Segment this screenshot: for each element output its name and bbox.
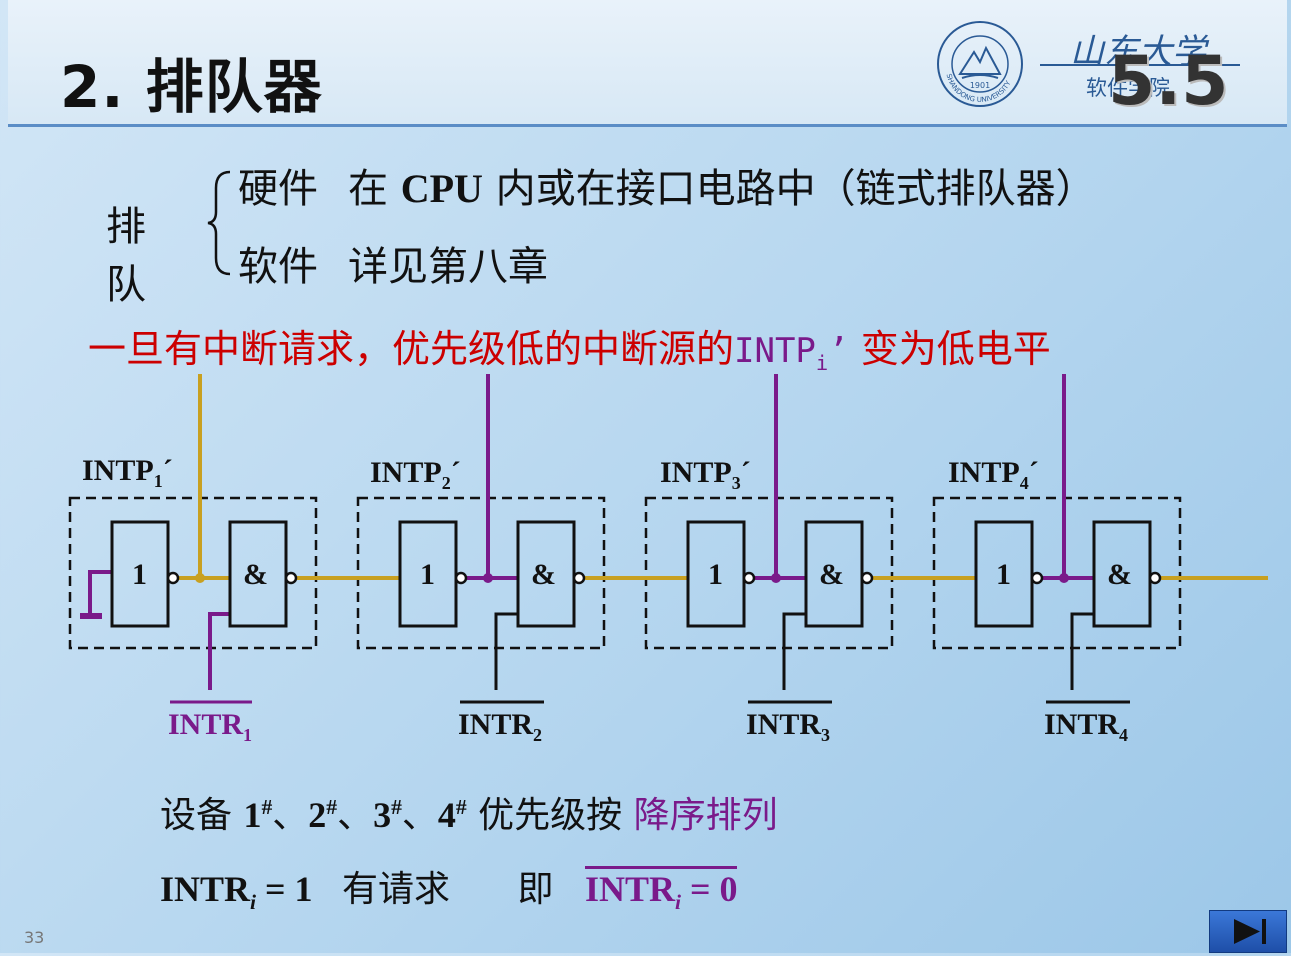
request-text: 有请求 bbox=[342, 869, 451, 910]
header-divider bbox=[8, 124, 1287, 127]
hardware-text-cpu: CPU bbox=[400, 166, 483, 211]
hardware-row: 硬件在 CPU 内或在接口电路中（链式排队器） bbox=[238, 156, 1096, 214]
priority-emphasis: 降序排列 bbox=[633, 795, 778, 836]
not-gate-3 bbox=[686, 520, 746, 628]
university-seal-logo: 1901 bbox=[937, 21, 1023, 107]
brace-label-pai: 排 bbox=[106, 204, 146, 250]
note-text-post: 变为低电平 bbox=[848, 327, 1051, 371]
ie-text: 即 bbox=[517, 869, 554, 910]
next-slide-button[interactable] bbox=[1209, 910, 1287, 953]
next-icon bbox=[1234, 919, 1266, 944]
intr3-label: INTR3 bbox=[746, 708, 831, 745]
priority-pre: 设备 bbox=[160, 795, 244, 836]
seal-year: 1901 bbox=[970, 81, 990, 90]
and-gate-3 bbox=[804, 520, 864, 628]
and-gate-1-label: & bbox=[243, 558, 268, 591]
section-number: 5.5 bbox=[1108, 42, 1229, 121]
software-text: 详见第八章 bbox=[348, 244, 548, 290]
stage-box-4 bbox=[932, 496, 1182, 650]
stage-box-2 bbox=[356, 496, 606, 650]
intp3-label: INTP3´ bbox=[660, 456, 751, 493]
seal-ring-text: SHANDONG UNIVERSITY bbox=[945, 73, 1013, 104]
priority-mid: 优先级按 bbox=[466, 795, 634, 836]
note-text-pre: 一旦有中断请求，优先级低的中断源的 bbox=[88, 327, 735, 371]
intr1-label: INTR1 bbox=[168, 708, 253, 745]
interrupt-note: 一旦有中断请求，优先级低的中断源的INTPi’ 变为低电平 bbox=[88, 318, 1051, 375]
software-row: 软件详见第八章 bbox=[238, 234, 548, 292]
and-gate-3-label: & bbox=[819, 558, 844, 591]
intr4-label: INTR4 bbox=[1044, 708, 1129, 745]
slide-title: 2. 排队器 bbox=[60, 53, 323, 121]
not-gate-4 bbox=[974, 520, 1034, 628]
slide-header bbox=[8, 0, 1287, 124]
and-gate-2 bbox=[516, 520, 576, 628]
intr-bar-equation: INTRi = 0 bbox=[584, 866, 738, 914]
hardware-label: 硬件 bbox=[238, 166, 318, 212]
not-gate-1 bbox=[110, 520, 170, 628]
and-gate-4 bbox=[1092, 520, 1152, 628]
not-gate-4-label: 1 bbox=[996, 558, 1011, 591]
intp1-label: INTP1´ bbox=[82, 454, 173, 491]
intr2-label: INTR2 bbox=[458, 708, 543, 745]
and-gate-1 bbox=[228, 520, 288, 628]
intp4-label: INTP4´ bbox=[948, 456, 1039, 493]
not-gate-1-label: 1 bbox=[132, 558, 147, 591]
priority-note: 设备 1#、2#、3#、4# 优先级按 降序排列 bbox=[160, 795, 778, 836]
hardware-text-pre: 在 bbox=[348, 166, 401, 212]
note-intp: INTPi’ bbox=[734, 331, 849, 375]
logo-divider bbox=[1040, 64, 1240, 66]
stage-box-3 bbox=[644, 496, 894, 650]
not-gate-2 bbox=[398, 520, 458, 628]
curly-brace bbox=[207, 170, 231, 276]
brace-label-dui: 队 bbox=[106, 262, 146, 308]
not-gate-3-label: 1 bbox=[708, 558, 723, 591]
page-number: 33 bbox=[24, 928, 45, 947]
not-gate-2-label: 1 bbox=[420, 558, 435, 591]
and-gate-2-label: & bbox=[531, 558, 556, 591]
department-name: 软件学院 bbox=[1086, 76, 1170, 100]
intr-equation: INTRi = 1 有请求 即 INTRi = 0 bbox=[160, 860, 738, 915]
hardware-text-post: 内或在接口电路中（链式排队器） bbox=[482, 166, 1096, 212]
intp2-label: INTP2´ bbox=[370, 456, 461, 493]
and-gate-4-label: & bbox=[1107, 558, 1132, 591]
software-label: 软件 bbox=[238, 244, 318, 290]
stage-box-1 bbox=[68, 496, 318, 650]
